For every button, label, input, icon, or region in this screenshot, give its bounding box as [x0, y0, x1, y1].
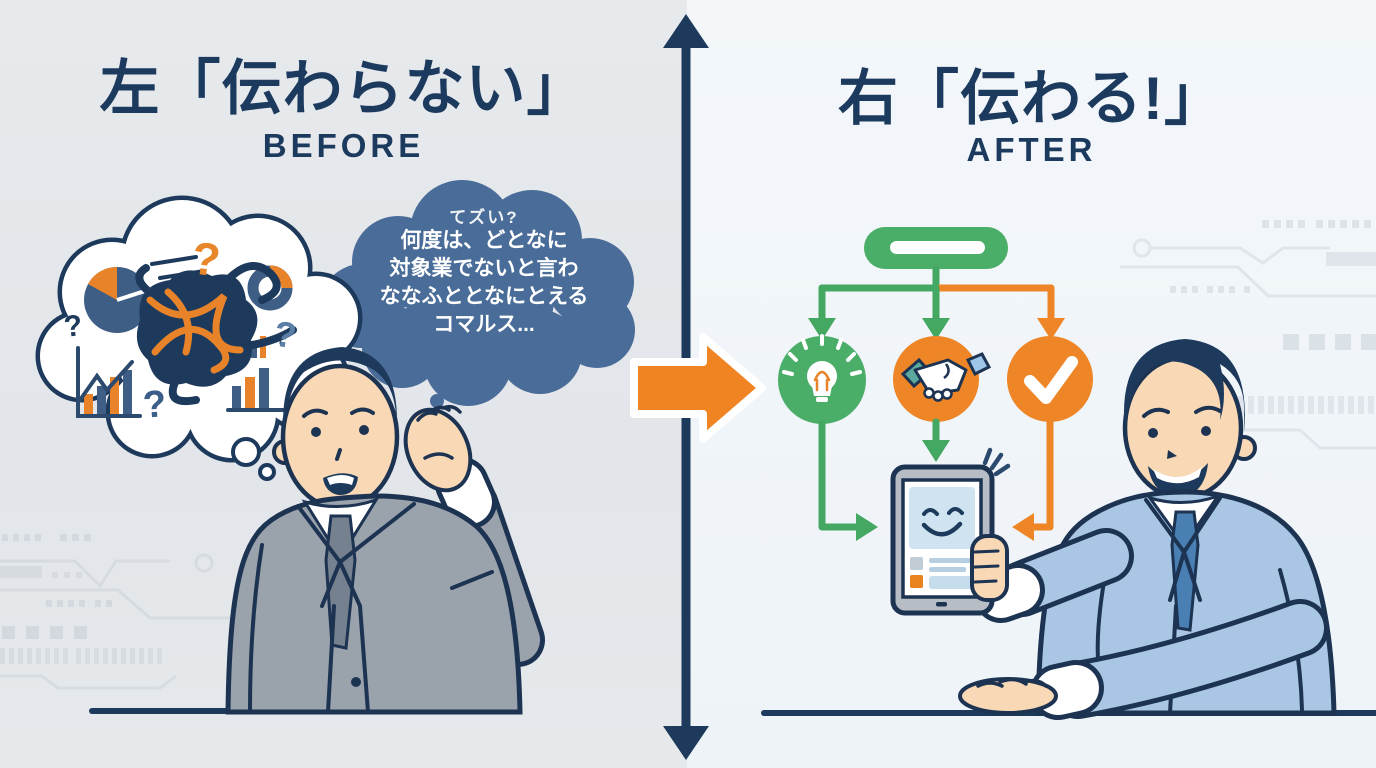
suit-button — [351, 677, 361, 687]
speech-line: 対象業でないと言わ — [389, 257, 579, 281]
happy-man-left-arm — [974, 528, 1134, 623]
confused-man-suit — [225, 493, 523, 715]
checkmark-icon — [1007, 336, 1093, 422]
confused-man — [225, 347, 545, 715]
before-title: 左「伝わらない」 — [99, 55, 588, 122]
circuit-pattern-left — [0, 534, 230, 690]
tablet-orange-tile — [910, 575, 923, 588]
handshake-icon — [893, 336, 992, 422]
line-chart-icon — [76, 346, 142, 418]
speech-line: 何度は、どとなに — [400, 229, 568, 253]
after-title: 右「伝わる!」 — [838, 65, 1225, 132]
tablet-header-block — [909, 487, 975, 549]
flowchart-top-node-label-bar — [890, 241, 985, 254]
speech-line: ななふととなにとえる — [379, 284, 589, 308]
transform-right-arrow-icon — [630, 333, 766, 443]
tablet-smiley-icon — [890, 464, 995, 616]
flowchart — [778, 227, 1093, 616]
confused-man-hand — [403, 404, 473, 493]
speech-line: コマルス... — [433, 312, 535, 336]
branch-arrow-left — [808, 318, 836, 340]
after-subtitle: AFTER — [966, 131, 1097, 168]
speech-bubble-text: てズい? 何度は、どとなに 対象業でないと言わ ななふととなにとえる コマルス.… — [356, 207, 612, 338]
thought-tail-dot-large — [231, 437, 261, 467]
circuit-pattern-right — [1120, 220, 1376, 450]
happy-man-head — [1122, 339, 1257, 501]
smiley-face — [921, 507, 964, 537]
tablet-home-button — [936, 602, 947, 607]
connector-arrow-right — [1012, 513, 1034, 541]
thought-tail-dot-small — [258, 463, 276, 481]
connector-arrow-center — [922, 440, 950, 462]
happy-man-right-arm — [958, 599, 1329, 720]
connector-arrow-left — [856, 513, 878, 541]
happy-man-tablet-hand — [970, 534, 1009, 602]
branch-arrow-center — [922, 318, 950, 340]
pie-chart-icon — [84, 266, 150, 333]
sparkle-icon — [982, 447, 1011, 477]
speech-line: てズい? — [449, 208, 519, 227]
speech-bubble-cloud — [320, 180, 635, 408]
speech-tail-dot-small — [430, 394, 444, 408]
thought-bubble-cloud — [35, 195, 363, 481]
speech-tail-dot-large — [444, 372, 468, 396]
happy-man-desk-hand — [958, 677, 1058, 715]
question-mark-icon: ? — [62, 309, 84, 344]
question-mark-icon: ? — [141, 383, 168, 427]
tangled-scribble-icon — [135, 262, 297, 405]
branch-arrow-right — [1037, 318, 1065, 340]
before-subtitle: BEFORE — [262, 127, 425, 164]
lightbulb-icon — [778, 334, 866, 424]
